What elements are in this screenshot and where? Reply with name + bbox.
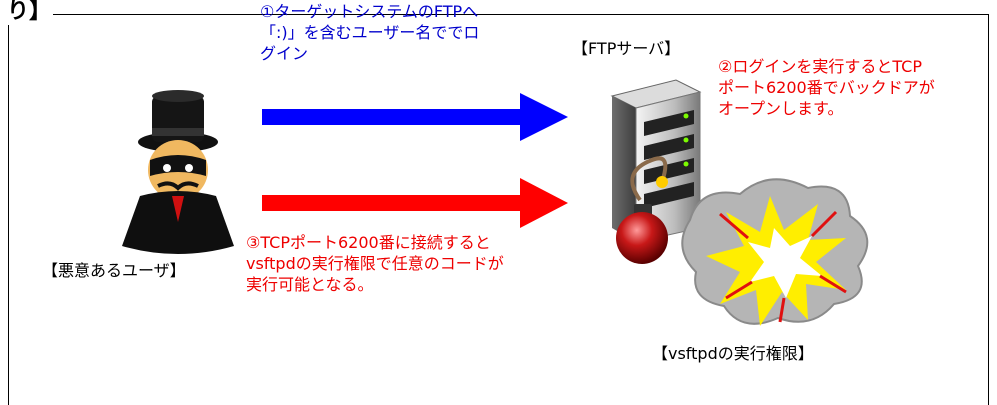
step1-line-2: 「:)」を含むユーザー名ででロ: [260, 23, 480, 42]
step1-line-3: グイン: [260, 44, 309, 63]
server-tower-icon: [610, 79, 702, 243]
step3-line-2: vsftpdの実行権限で任意のコードが: [246, 254, 504, 273]
bomb-icon: [616, 156, 668, 264]
step2-line-3: オープンします。: [718, 99, 844, 118]
step3-line-1: ③TCPポート6200番に接続すると: [246, 233, 491, 252]
step1-line-1: ①ターゲットシステムのFTPへ: [260, 2, 479, 21]
step2-line-2: ポート6200番でバックドアが: [718, 78, 935, 97]
step1-annotation: ①ターゲットシステムのFTPへ 「:)」を含むユーザー名ででロ グイン: [260, 1, 479, 64]
server-label: 【FTPサーバ】: [572, 39, 681, 58]
step3-line-3: 実行可能となる。: [246, 275, 374, 294]
explosion-icon: [681, 178, 869, 326]
diagram-graphics: [122, 79, 869, 326]
masked-hacker-icon: [122, 90, 234, 254]
step3-annotation: ③TCPポート6200番に接続すると vsftpdの実行権限で任意のコードが 実…: [246, 232, 504, 295]
blue-arrow: [262, 93, 568, 141]
corner-title: り】: [7, 0, 53, 25]
privilege-label: 【vsftpdの実行権限】: [652, 344, 814, 363]
user-label: 【悪意あるユーザ】: [42, 261, 186, 280]
diagram-canvas: り】: [7, 0, 989, 405]
step2-line-1: ②ログインを実行するとTCP: [718, 57, 923, 76]
red-arrow: [262, 178, 568, 228]
step2-annotation: ②ログインを実行するとTCP ポート6200番でバックドアが オープンします。: [718, 56, 935, 119]
diagram-frame: り】: [7, 0, 989, 405]
